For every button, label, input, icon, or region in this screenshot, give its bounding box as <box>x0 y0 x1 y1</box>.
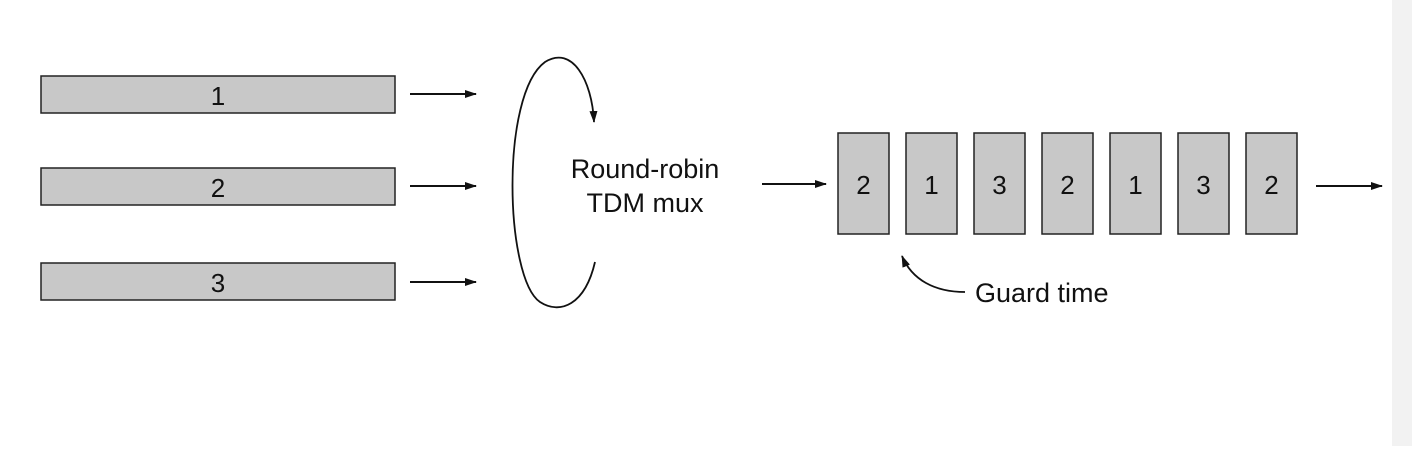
slot-1: 1 <box>905 132 958 235</box>
slot-box <box>1245 132 1298 235</box>
slot-4: 1 <box>1109 132 1162 235</box>
input-label-2: 2 <box>211 173 225 203</box>
slot-label: 1 <box>1128 170 1142 200</box>
slot-box <box>837 132 890 235</box>
guard-time-label: Guard time <box>975 278 1109 308</box>
input-bar-3 <box>40 262 396 301</box>
slot-box <box>1177 132 1230 235</box>
input-bar-1 <box>40 75 396 114</box>
slot-3: 2 <box>1041 132 1094 235</box>
slot-label: 3 <box>992 170 1006 200</box>
slot-2: 3 <box>973 132 1026 235</box>
slot-label: 3 <box>1196 170 1210 200</box>
input-label-3: 3 <box>211 268 225 298</box>
slot-box <box>973 132 1026 235</box>
slot-0: 2 <box>837 132 890 235</box>
slot-label: 1 <box>924 170 938 200</box>
input-label-1: 1 <box>211 81 225 111</box>
mux-label-line1: Round-robin <box>571 154 720 184</box>
input-stream-2: 2 <box>40 167 396 206</box>
input-bar-2 <box>40 167 396 206</box>
rotation-arc <box>511 56 598 309</box>
slot-label: 2 <box>856 170 870 200</box>
guard-time-pointer <box>901 255 966 293</box>
right-edge-strip <box>1392 0 1412 446</box>
slot-label: 2 <box>1264 170 1278 200</box>
slot-box <box>1109 132 1162 235</box>
slot-6: 2 <box>1245 132 1298 235</box>
slot-box <box>905 132 958 235</box>
input-stream-3: 3 <box>40 262 396 301</box>
slot-box <box>1041 132 1094 235</box>
input-stream-1: 1 <box>40 75 396 114</box>
mux-label-line2: TDM mux <box>587 188 704 218</box>
slot-label: 2 <box>1060 170 1074 200</box>
slot-5: 3 <box>1177 132 1230 235</box>
